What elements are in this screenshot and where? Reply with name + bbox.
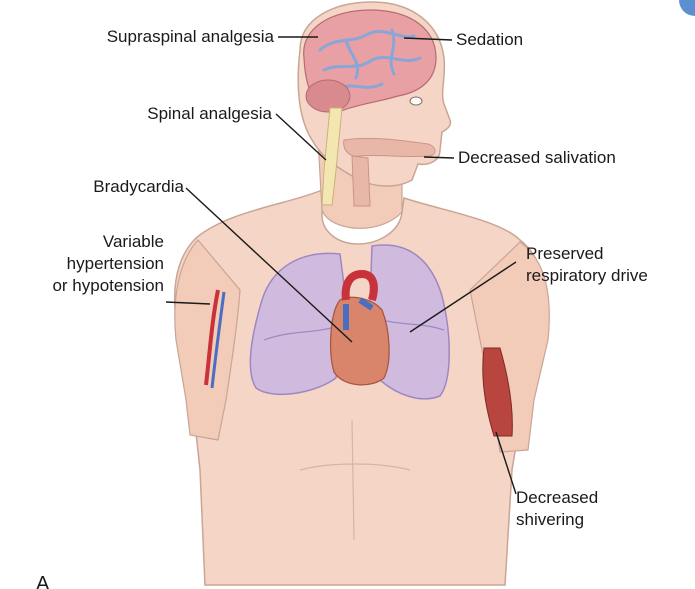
label-respiratory-drive: respiratory drive [526, 266, 648, 286]
label-supraspinal-analgesia: Supraspinal analgesia [107, 27, 274, 47]
label-preserved: Preserved [526, 244, 603, 264]
label-bradycardia: Bradycardia [93, 177, 184, 197]
heart [331, 297, 389, 385]
label-sedation: Sedation [456, 30, 523, 50]
throat [352, 156, 370, 206]
label-hypertension: hypertension [67, 254, 164, 274]
label-or-hypotension: or hypotension [52, 276, 164, 296]
eye [410, 97, 422, 105]
panel-letter: A [36, 574, 49, 589]
leader-salivation [424, 157, 454, 158]
cerebellum [306, 80, 350, 112]
label-shivering: shivering [516, 510, 584, 530]
label-variable: Variable [103, 232, 164, 252]
label-decreased: Decreased [516, 488, 598, 508]
label-spinal-analgesia: Spinal analgesia [147, 104, 272, 124]
label-decreased-salivation: Decreased salivation [458, 148, 616, 168]
